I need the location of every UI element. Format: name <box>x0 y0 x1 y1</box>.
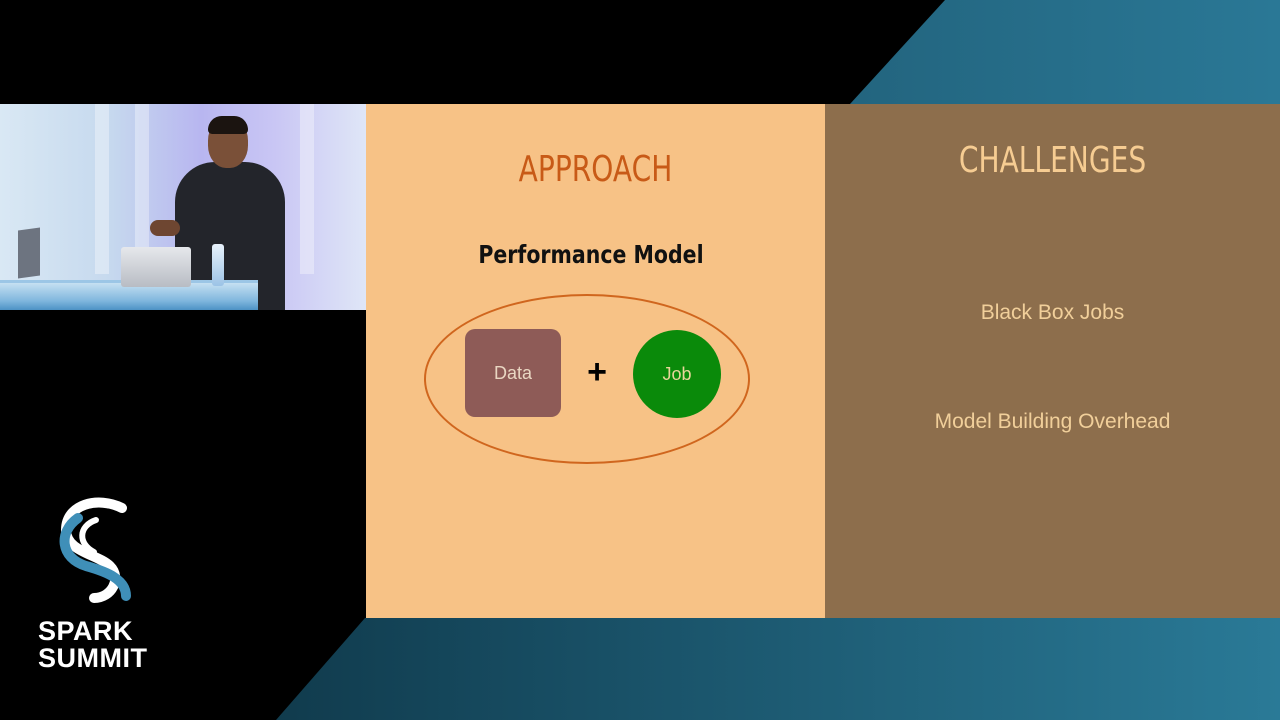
speaker-hair <box>208 116 248 134</box>
monitor-shape <box>18 227 40 279</box>
job-circle: Job <box>633 330 721 418</box>
model-ellipse <box>424 294 750 464</box>
slide-approach-panel: APPROACH Performance Model Data + Job <box>366 104 825 618</box>
challenges-title: CHALLENGES <box>958 140 1147 181</box>
water-bottle <box>212 244 224 286</box>
background-teal-top <box>850 0 1280 104</box>
challenge-item: Black Box Jobs <box>980 301 1125 324</box>
curtain-fold <box>300 104 314 274</box>
curtain-fold <box>95 104 109 274</box>
approach-title: APPROACH <box>518 149 673 190</box>
challenge-item: Model Building Overhead <box>934 410 1171 433</box>
data-box: Data <box>465 329 561 417</box>
laptop-shape <box>121 247 191 287</box>
curtain-fold <box>135 104 149 274</box>
plus-operator: + <box>587 353 607 391</box>
slide-challenges-panel: CHALLENGES Black Box Jobs Model Building… <box>825 104 1280 618</box>
spark-summit-logo: SPARK SUMMIT <box>38 496 160 672</box>
performance-model-heading: Performance Model <box>478 240 704 269</box>
background-teal-bottom <box>276 618 1280 720</box>
speaker-hand <box>150 220 180 236</box>
speaker-video-feed <box>0 104 366 310</box>
logo-text-summit: SUMMIT <box>38 643 148 673</box>
data-label: Data <box>493 362 533 383</box>
job-label: Job <box>662 363 692 384</box>
spark-summit-swirl-icon <box>59 497 131 603</box>
logo-text-spark: SPARK <box>38 616 134 646</box>
